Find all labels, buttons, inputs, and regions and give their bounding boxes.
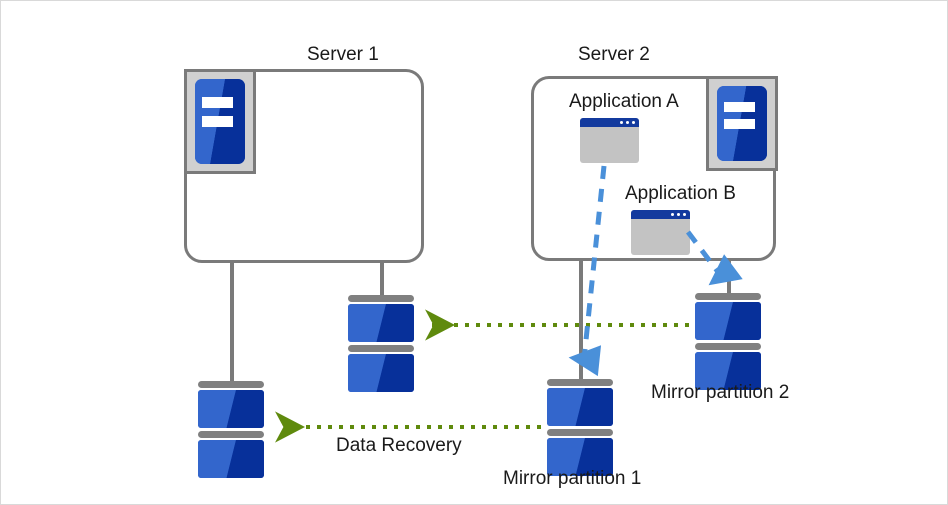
server1-tower-icon — [184, 69, 256, 174]
server1-title: Server 1 — [307, 44, 379, 65]
disk-unit — [695, 343, 761, 390]
disk-unit — [348, 345, 414, 392]
mirror-partition-1-label: Mirror partition 1 — [503, 468, 642, 489]
server2-connector-right — [727, 259, 731, 295]
disk-cap — [348, 345, 414, 352]
data-recovery-label: Data Recovery — [336, 435, 462, 456]
window-dot-icon — [626, 121, 629, 124]
disk-slab — [348, 354, 414, 392]
application-a-titlebar — [580, 118, 639, 127]
server2-tower-slot-1 — [724, 101, 755, 112]
application-a-window-icon — [580, 118, 639, 163]
disk-slab — [547, 388, 613, 426]
server1-tower-body — [195, 79, 245, 164]
disk-unit — [348, 295, 414, 342]
application-b-window-icon — [631, 210, 690, 255]
application-b-label: Application B — [625, 183, 736, 204]
disk-cap — [348, 295, 414, 302]
mirror-partition-2-disk — [695, 293, 761, 390]
window-dot-icon — [683, 213, 686, 216]
disk-slab — [695, 352, 761, 390]
server1-connector-left — [230, 261, 234, 383]
application-b-titlebar — [631, 210, 690, 219]
disk-unit — [198, 431, 264, 478]
server1-connector-right — [380, 261, 384, 297]
server2-tower-icon — [706, 76, 778, 171]
server1-disk-upper — [348, 295, 414, 392]
disk-cap — [695, 293, 761, 300]
mirror-partition-2-label: Mirror partition 2 — [651, 382, 790, 403]
window-dot-icon — [671, 213, 674, 216]
server1-tower-slot-2 — [202, 116, 233, 128]
server2-tower-slot-2 — [724, 119, 755, 129]
window-dot-icon — [620, 121, 623, 124]
disk-slab — [198, 390, 264, 428]
window-dot-icon — [632, 121, 635, 124]
disk-slab — [695, 302, 761, 340]
window-dot-icon — [677, 213, 680, 216]
disk-cap — [198, 431, 264, 438]
disk-slab — [348, 304, 414, 342]
disk-cap — [695, 343, 761, 350]
disk-unit — [695, 293, 761, 340]
disk-unit — [547, 379, 613, 426]
disk-unit — [547, 429, 613, 476]
disk-slab — [198, 440, 264, 478]
mirror-partition-1-disk — [547, 379, 613, 476]
server1-tower-slot-1 — [202, 96, 233, 108]
server2-tower-body — [717, 86, 767, 161]
server2-title: Server 2 — [578, 44, 650, 65]
disk-cap — [547, 429, 613, 436]
application-a-label: Application A — [569, 91, 679, 112]
server1-disk-lower — [198, 381, 264, 478]
disk-unit — [198, 381, 264, 428]
disk-cap — [547, 379, 613, 386]
disk-slab — [547, 438, 613, 476]
server2-connector-left — [579, 259, 583, 381]
disk-cap — [198, 381, 264, 388]
